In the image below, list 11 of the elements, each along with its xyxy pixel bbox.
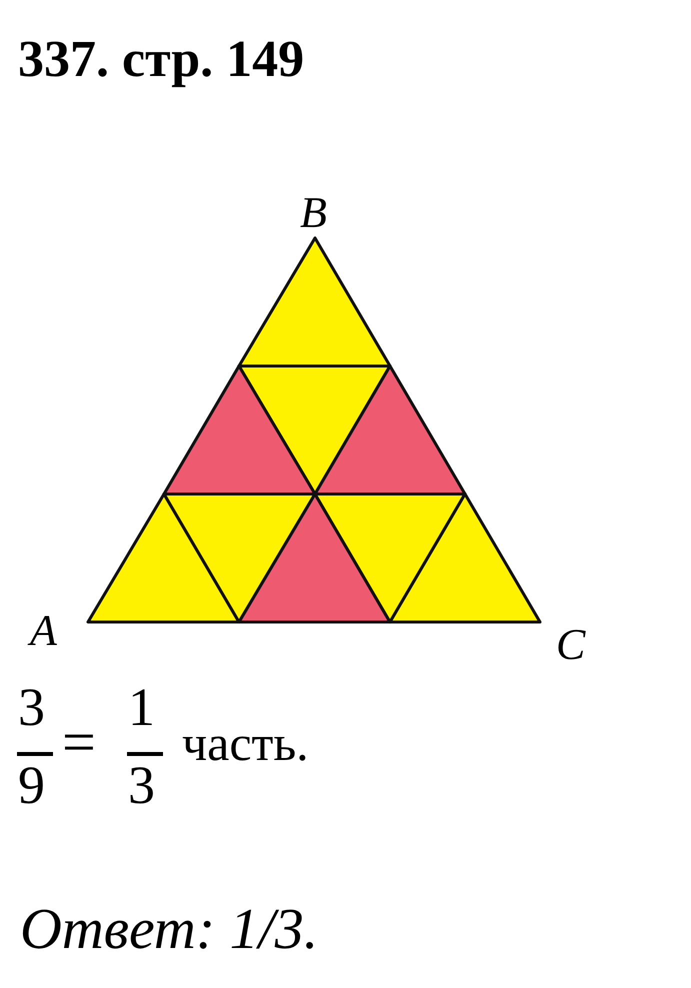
numerator: 1: [128, 680, 155, 734]
numerator: 3: [18, 680, 45, 734]
vertex-label: B: [300, 187, 327, 239]
fraction-word: часть.: [182, 718, 309, 768]
denominator: 3: [128, 758, 155, 812]
denominator: 9: [18, 758, 45, 812]
vertex-label: A: [30, 598, 57, 664]
vertex-label: C: [556, 619, 586, 671]
equals-sign: =: [62, 712, 96, 772]
title: 337. стр. 149: [18, 34, 304, 86]
answer-text: Ответ: 1/3.: [20, 900, 318, 958]
